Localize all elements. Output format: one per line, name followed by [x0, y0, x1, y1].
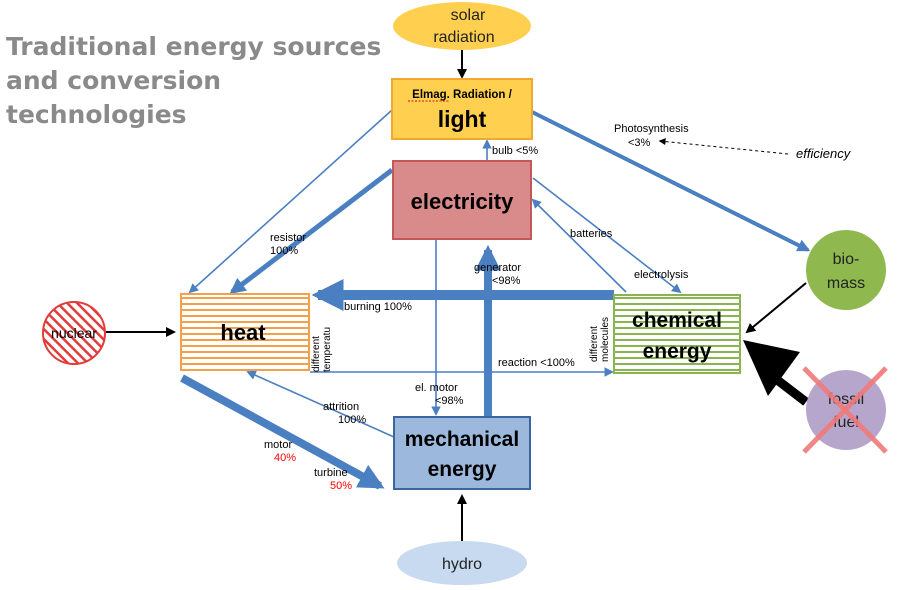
label-batteries: batteries: [570, 228, 613, 240]
chemical-line-2: energy: [643, 340, 712, 363]
title-line-2: and conversion technologies: [6, 66, 222, 129]
arrow-electricity-to-chemical: [532, 177, 682, 294]
arrow-light-to-heat: [188, 109, 393, 294]
arrow-heat-to-mechanical: [180, 374, 385, 490]
label-bulb: bulb <5%: [492, 145, 538, 157]
biomass-line-1: bio-: [833, 251, 860, 268]
mechanical-line-1: mechanical: [405, 428, 519, 451]
chemical-line-1: chemical: [632, 309, 722, 332]
label-generator: generator: [474, 262, 521, 274]
label-attrition-value: 100%: [338, 414, 366, 426]
node-biomass: bio- mass: [806, 230, 886, 310]
node-hydro: hydro: [397, 541, 527, 585]
label-turbine: turbine: [314, 467, 348, 479]
solar-line-2: radiation: [433, 29, 494, 46]
mechanical-line-2: energy: [428, 458, 497, 481]
nuclear-label: nuclear: [51, 325, 97, 341]
label-reaction: reaction <100%: [498, 357, 575, 369]
arrow-fossil-to-chemical: [773, 375, 809, 406]
arrow-chemical-to-electricity: [531, 198, 627, 293]
label-different-temperature: different: [311, 336, 322, 372]
label-different-molecules-2: molecules: [600, 317, 611, 362]
hydro-label: hydro: [442, 556, 482, 573]
node-mechanical-energy: mechanical energy: [393, 416, 531, 490]
light-line-1: Elmag. Radiation /: [412, 89, 512, 101]
page-title: Traditional energy sources and conversio…: [6, 30, 406, 132]
node-electricity: electricity: [392, 160, 532, 240]
arrow-mechanical-to-heat: [246, 370, 395, 438]
solar-line-1: solar: [451, 7, 486, 24]
label-attrition: attrition: [323, 401, 359, 413]
node-light: Elmag. Radiation / light: [391, 78, 533, 140]
label-different-temperature-2: temperatu: [322, 327, 333, 372]
label-turbine-value: 50%: [330, 480, 352, 492]
arrow-electricity-to-heat: [229, 168, 394, 294]
arrow-fossil-to-chemical-head: [743, 340, 800, 396]
arrow-biomass-to-chemical: [745, 282, 807, 334]
biomass-line-2: mass: [827, 275, 865, 292]
label-resistor: resistor: [270, 232, 306, 244]
title-line-1: Traditional energy sources: [6, 32, 382, 61]
label-different-molecules: different: [589, 326, 600, 362]
label-motor-value: 40%: [274, 452, 296, 464]
cross-mark-b: [802, 366, 888, 454]
label-efficiency: efficiency: [796, 146, 852, 161]
label-el-motor: el. motor: [415, 382, 458, 394]
arrow-efficiency: [658, 138, 789, 155]
label-motor: motor: [264, 439, 292, 451]
label-generator-value: <98%: [492, 275, 521, 287]
node-chemical-energy: chemical energy: [613, 294, 741, 374]
label-el-motor-value: <98%: [435, 395, 464, 407]
light-line-2: light: [438, 106, 487, 132]
node-nuclear: nuclear: [42, 301, 106, 365]
label-electrolysis: electrolysis: [634, 269, 689, 281]
label-photosynthesis-value: <3%: [628, 137, 651, 149]
heat-label: heat: [220, 320, 266, 345]
arrow-light-to-biomass: [531, 110, 811, 252]
electricity-label: electricity: [411, 189, 514, 214]
label-burning: burning 100%: [344, 301, 412, 313]
node-fossil-fuel: fossil fuel: [802, 366, 888, 454]
label-resistor-value: 100%: [270, 245, 298, 257]
label-photosynthesis: Photosynthesis: [614, 123, 689, 135]
node-solar-radiation: solar radiation: [393, 2, 531, 50]
node-heat: heat: [180, 293, 310, 371]
